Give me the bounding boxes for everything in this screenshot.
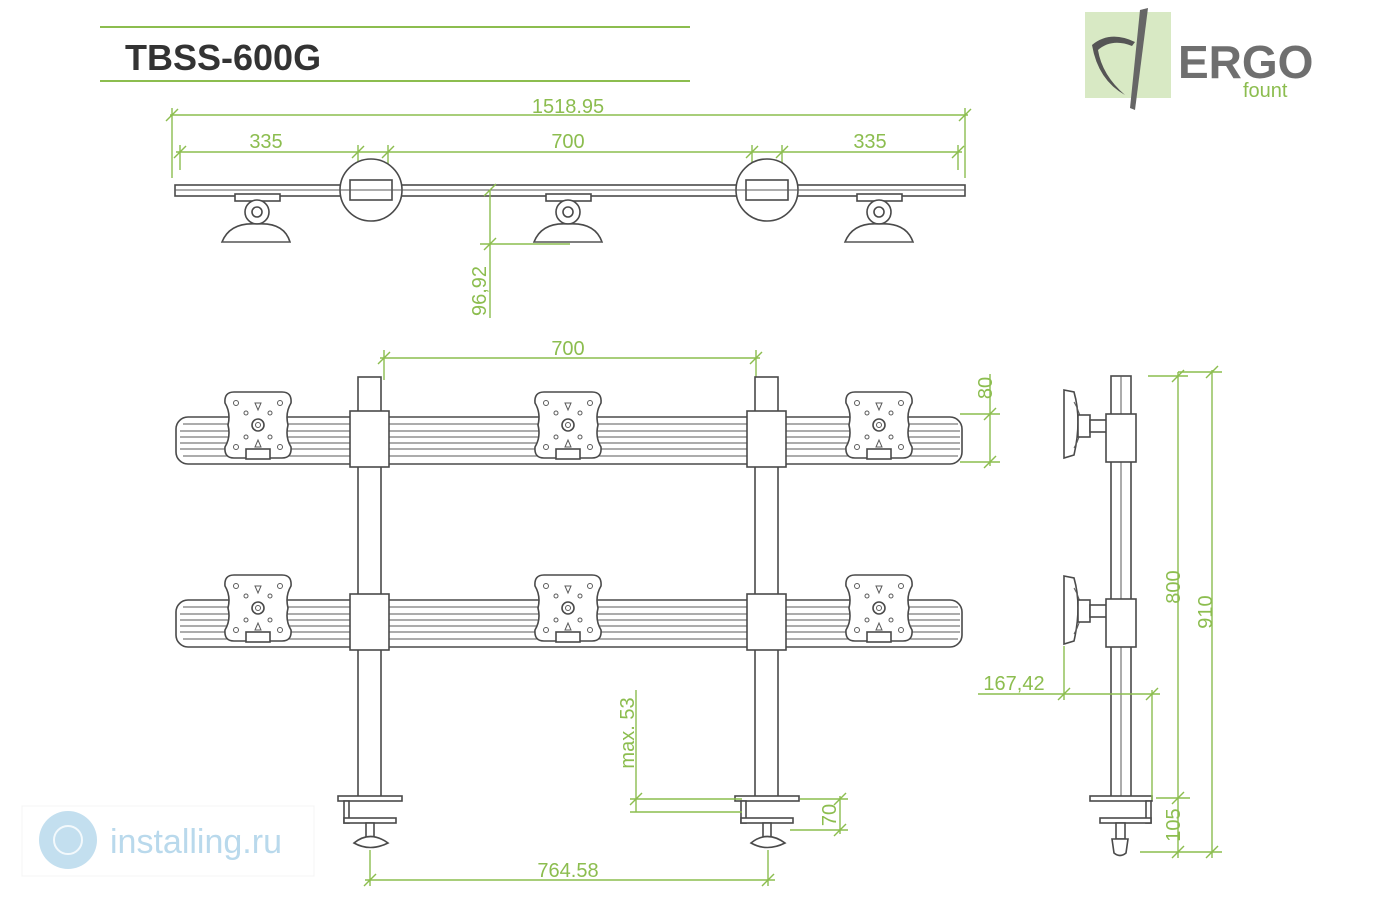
watermark: installing.ru bbox=[21, 805, 315, 877]
dim-side-800: 800 bbox=[1163, 570, 1185, 603]
dim-bar-height: 80 bbox=[975, 377, 997, 399]
dim-side-910: 910 bbox=[1195, 595, 1217, 628]
vesa-plate-lower-right bbox=[845, 574, 913, 643]
logo-slash-icon bbox=[1130, 8, 1148, 110]
side-mount-lower bbox=[1063, 575, 1137, 648]
vesa-plate-upper-left bbox=[224, 391, 292, 460]
side-view: 800 910 105 167,42 bbox=[978, 365, 1222, 859]
dim-side-105: 105 bbox=[1163, 808, 1185, 841]
dim-top-right: 335 bbox=[853, 131, 886, 153]
dim-top-depth: 96,92 bbox=[469, 266, 491, 316]
product-title: TBSS-600G bbox=[125, 37, 321, 78]
watermark-text: installing.ru bbox=[110, 823, 282, 861]
logo-swoosh-icon bbox=[1092, 36, 1135, 95]
vesa-plate-upper-right bbox=[845, 391, 913, 460]
vesa-plate-lower-center bbox=[534, 574, 602, 643]
front-post-right bbox=[734, 376, 800, 849]
top-mount-right bbox=[843, 193, 915, 243]
dim-top-mid: 700 bbox=[551, 131, 584, 153]
logo-name: ERGO bbox=[1178, 36, 1313, 88]
title-block: TBSS-600G bbox=[100, 26, 690, 82]
top-view: 1518.95 335 700 335 bbox=[165, 96, 972, 318]
ergofount-logo: ERGO fount bbox=[1085, 8, 1313, 110]
front-view: 700 80 bbox=[175, 338, 1000, 887]
top-mount-center bbox=[532, 193, 604, 243]
watermark-logo-icon bbox=[39, 811, 97, 869]
logo-subname: fount bbox=[1243, 80, 1288, 102]
front-post-left bbox=[337, 376, 403, 849]
logo-square bbox=[1085, 12, 1171, 98]
vesa-plate-upper-center bbox=[534, 391, 602, 460]
dim-top-total: 1518.95 bbox=[532, 96, 604, 118]
side-clamp bbox=[1089, 795, 1153, 857]
dim-front-base: 764.58 bbox=[537, 860, 598, 882]
top-mount-left bbox=[220, 193, 292, 243]
vesa-plate-lower-left bbox=[224, 574, 292, 643]
dim-top-left: 335 bbox=[249, 131, 282, 153]
dim-front-clamp-max: max. 53 bbox=[617, 697, 639, 768]
side-mount-upper bbox=[1063, 389, 1137, 463]
dim-front-clamp-70: 70 bbox=[819, 804, 841, 826]
dim-side-167: 167,42 bbox=[983, 673, 1044, 695]
dim-front-spacing: 700 bbox=[551, 338, 584, 360]
